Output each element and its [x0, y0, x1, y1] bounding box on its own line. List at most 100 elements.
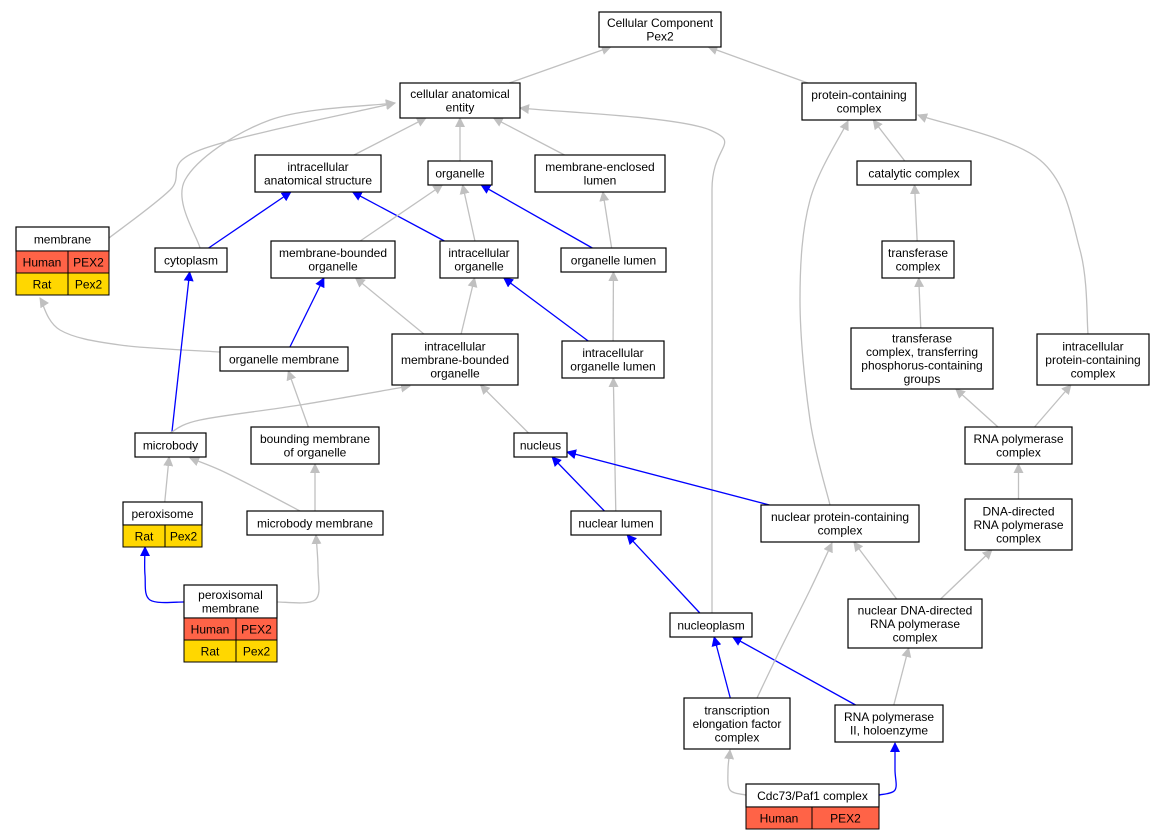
edge-line: [276, 534, 322, 604]
species-cell-text: Rat: [201, 644, 220, 658]
node-label-line: transcription: [704, 703, 769, 717]
edge-nddrnap-to-npcc: [853, 541, 898, 600]
node-box: [850, 327, 994, 390]
node-box: [560, 247, 667, 273]
node-label-line: RNA polymerase: [844, 710, 934, 724]
node-label-line: cellular anatomical: [410, 87, 509, 101]
edge-line: [509, 45, 612, 84]
node-box: [570, 510, 662, 536]
species-cell: Rat: [183, 639, 237, 663]
node-label-line: organelle: [454, 260, 504, 274]
edge-line: [626, 534, 701, 614]
node-label-line: microbody membrane: [257, 516, 373, 530]
node-label-line: intracellular: [424, 339, 485, 353]
edge-line: [459, 184, 476, 242]
edge-rnap2-to-nddrnap: [893, 647, 912, 706]
edge-line: [108, 100, 396, 239]
edge-perox-to-micro: [163, 456, 174, 503]
species-cell-bg: [235, 639, 278, 663]
gene-cell: Pex2: [235, 639, 278, 663]
edge-line: [914, 277, 925, 329]
edge-rnapc-to-tctp: [955, 388, 999, 428]
node-label-line: nuclear protein-containing: [771, 510, 909, 524]
node-label-line: intracellular: [287, 160, 348, 174]
node-label-line: Cellular Component: [607, 16, 714, 30]
edge-membrane-to-cae: [108, 100, 396, 239]
node-box: [881, 240, 955, 279]
node-ol[interactable]: organelle lumen: [560, 247, 667, 273]
edge-pcc-to-cc: [707, 45, 809, 84]
edge-pm-to-mm: [276, 534, 322, 604]
edge-line: [566, 449, 770, 506]
edge-line: [853, 541, 898, 600]
edge-cyto-to-cae: [181, 99, 396, 249]
node-label-line: membrane-enclosed: [545, 160, 654, 174]
edge-line: [893, 647, 912, 706]
edge-line: [731, 636, 856, 706]
node-cat[interactable]: catalytic complex: [856, 160, 972, 186]
node-nuc[interactable]: nucleus: [513, 432, 568, 458]
edge-npcc-to-pcc: [799, 120, 849, 506]
node-org[interactable]: organelle: [427, 160, 493, 186]
node-box: [219, 346, 349, 372]
edge-line: [480, 184, 593, 249]
node-box: [134, 432, 207, 458]
node-box: [250, 426, 380, 465]
node-label-line: complex, transferring: [866, 345, 978, 359]
node-box: [270, 240, 396, 279]
node-micro[interactable]: microbody: [134, 432, 207, 458]
edge-mm-to-micro: [189, 456, 301, 512]
edge-line: [799, 120, 849, 506]
edge-nl-to-nuc: [551, 456, 605, 512]
node-nl[interactable]: nuclear lumen: [570, 510, 662, 536]
edge-line: [181, 99, 396, 249]
species-cell-text: Human: [760, 811, 799, 825]
edge-rnap2-to-np: [731, 636, 856, 706]
node-box: [534, 154, 666, 193]
node-label-line: protein-containing: [811, 88, 906, 102]
node-np[interactable]: nucleoplasm: [669, 612, 753, 638]
node-label-line: membrane-bounded: [401, 353, 509, 367]
node-label-line: peroxisome: [131, 507, 193, 521]
node-box: [561, 340, 665, 379]
edge-line: [551, 456, 605, 512]
node-label-line: catalytic complex: [868, 166, 959, 180]
species-cell-text: Rat: [33, 277, 52, 291]
node-box: [154, 247, 228, 273]
node-box: [513, 432, 568, 458]
node-label-line: peroxisomal: [198, 588, 263, 602]
node-label-line: RNA polymerase: [973, 432, 1063, 446]
edge-line: [502, 277, 589, 342]
edge-line: [286, 370, 309, 428]
node-cyto[interactable]: cytoplasm: [154, 247, 228, 273]
node-label-line: bounding membrane: [260, 432, 370, 446]
node-label-line: groups: [904, 372, 941, 386]
node-om[interactable]: organelle membrane: [219, 346, 349, 372]
node-box: [964, 498, 1073, 551]
node-mm[interactable]: microbody membrane: [246, 510, 384, 536]
